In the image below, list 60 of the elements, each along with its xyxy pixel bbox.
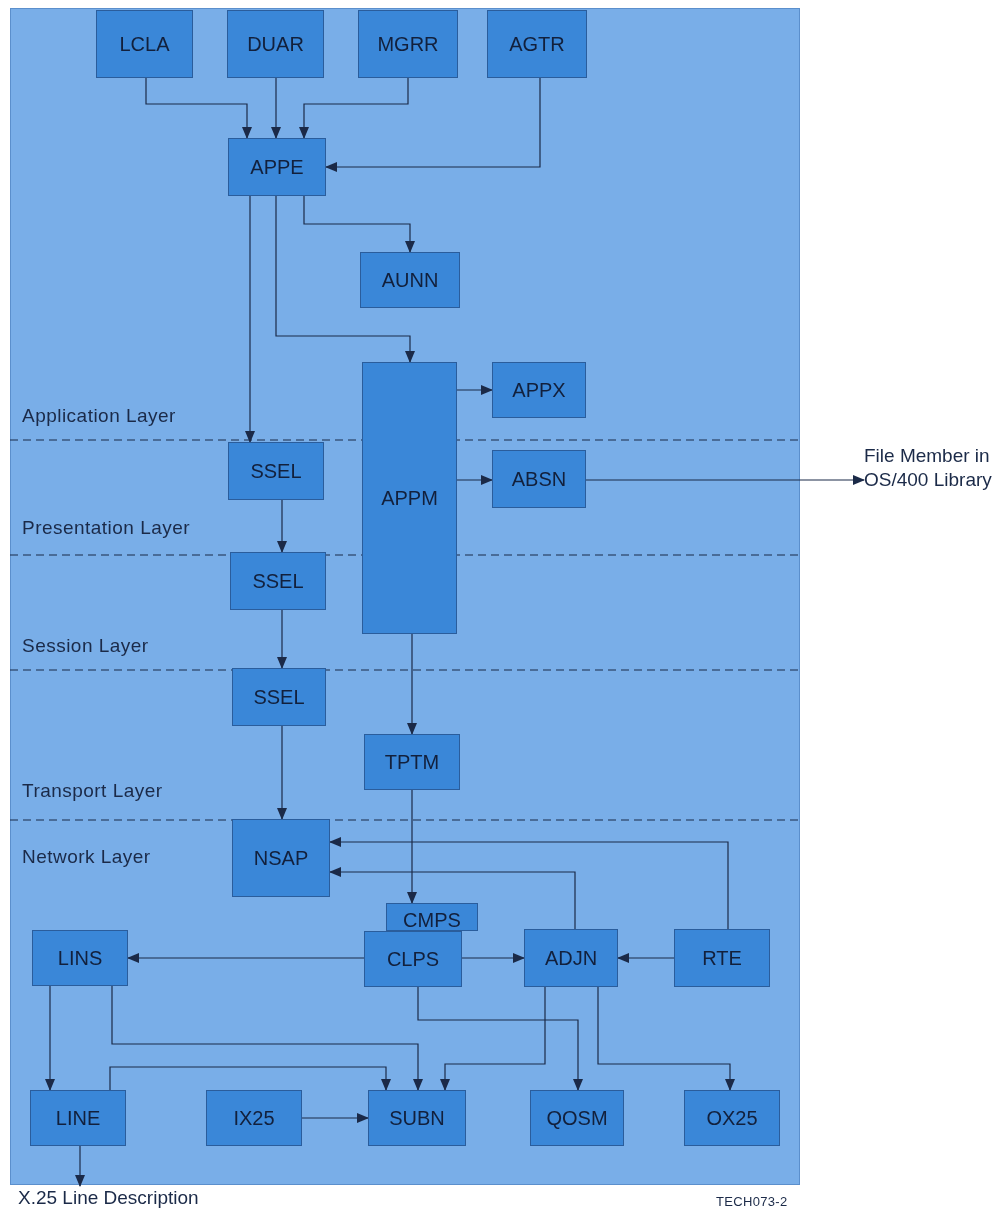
arrow xyxy=(75,1145,85,1187)
layer-label: Network Layer xyxy=(22,845,151,869)
arrow xyxy=(456,385,493,395)
process-box: OX25 xyxy=(684,1090,780,1146)
arrow xyxy=(145,77,252,139)
process-box: APPX xyxy=(492,362,586,418)
process-box: QOSM xyxy=(530,1090,624,1146)
process-box: SSEL xyxy=(228,442,324,500)
process-box: DUAR xyxy=(227,10,324,78)
process-box: APPM xyxy=(362,362,457,634)
text-label: X.25 Line Description xyxy=(18,1186,278,1210)
arrow xyxy=(245,195,255,443)
arrow xyxy=(299,77,409,139)
arrow xyxy=(277,499,287,553)
process-box: LINE xyxy=(30,1090,126,1146)
text-label: File Member in OS/400 Library xyxy=(864,444,1002,516)
arrow xyxy=(325,77,541,172)
process-box: TPTM xyxy=(364,734,460,790)
process-box: SSEL xyxy=(232,668,326,726)
process-box: IX25 xyxy=(206,1090,302,1146)
process-box: LINS xyxy=(32,930,128,986)
process-box: AGTR xyxy=(487,10,587,78)
arrow xyxy=(109,1066,391,1091)
arrow xyxy=(127,953,365,963)
arrow xyxy=(277,609,287,669)
arrow xyxy=(456,475,493,485)
process-box: RTE xyxy=(674,929,770,987)
arrow xyxy=(440,986,546,1091)
process-box: APPE xyxy=(228,138,326,196)
arrow xyxy=(329,837,729,930)
figure-id: TECH073-2 xyxy=(716,1193,788,1211)
arrow xyxy=(329,867,576,930)
layer-label: Presentation Layer xyxy=(22,516,191,540)
process-box: AUNN xyxy=(360,252,460,308)
arrow xyxy=(585,475,865,485)
process-box: LCLA xyxy=(96,10,193,78)
arrow xyxy=(301,1113,369,1123)
process-box: MGRR xyxy=(358,10,458,78)
arrow xyxy=(45,985,55,1091)
arrow xyxy=(417,986,583,1091)
arrow xyxy=(277,725,287,820)
process-box: SUBN xyxy=(368,1090,466,1146)
layer-label: Application Layer xyxy=(22,404,176,428)
process-box: CLPS xyxy=(364,931,462,987)
arrow xyxy=(461,953,525,963)
layer-label: Session Layer xyxy=(22,634,149,658)
process-box: ABSN xyxy=(492,450,586,508)
layer-label: Transport Layer xyxy=(22,779,163,803)
arrow xyxy=(407,633,417,735)
process-box: SSEL xyxy=(230,552,326,610)
process-box: ADJN xyxy=(524,929,618,987)
process-box: CMPS xyxy=(386,903,478,931)
arrow xyxy=(275,195,415,363)
process-box: NSAP xyxy=(232,819,330,897)
arrow xyxy=(597,986,735,1091)
arrow xyxy=(407,789,417,904)
arrow xyxy=(111,985,423,1091)
arrow xyxy=(303,195,415,253)
arrow xyxy=(617,953,675,963)
arrow xyxy=(271,77,281,139)
